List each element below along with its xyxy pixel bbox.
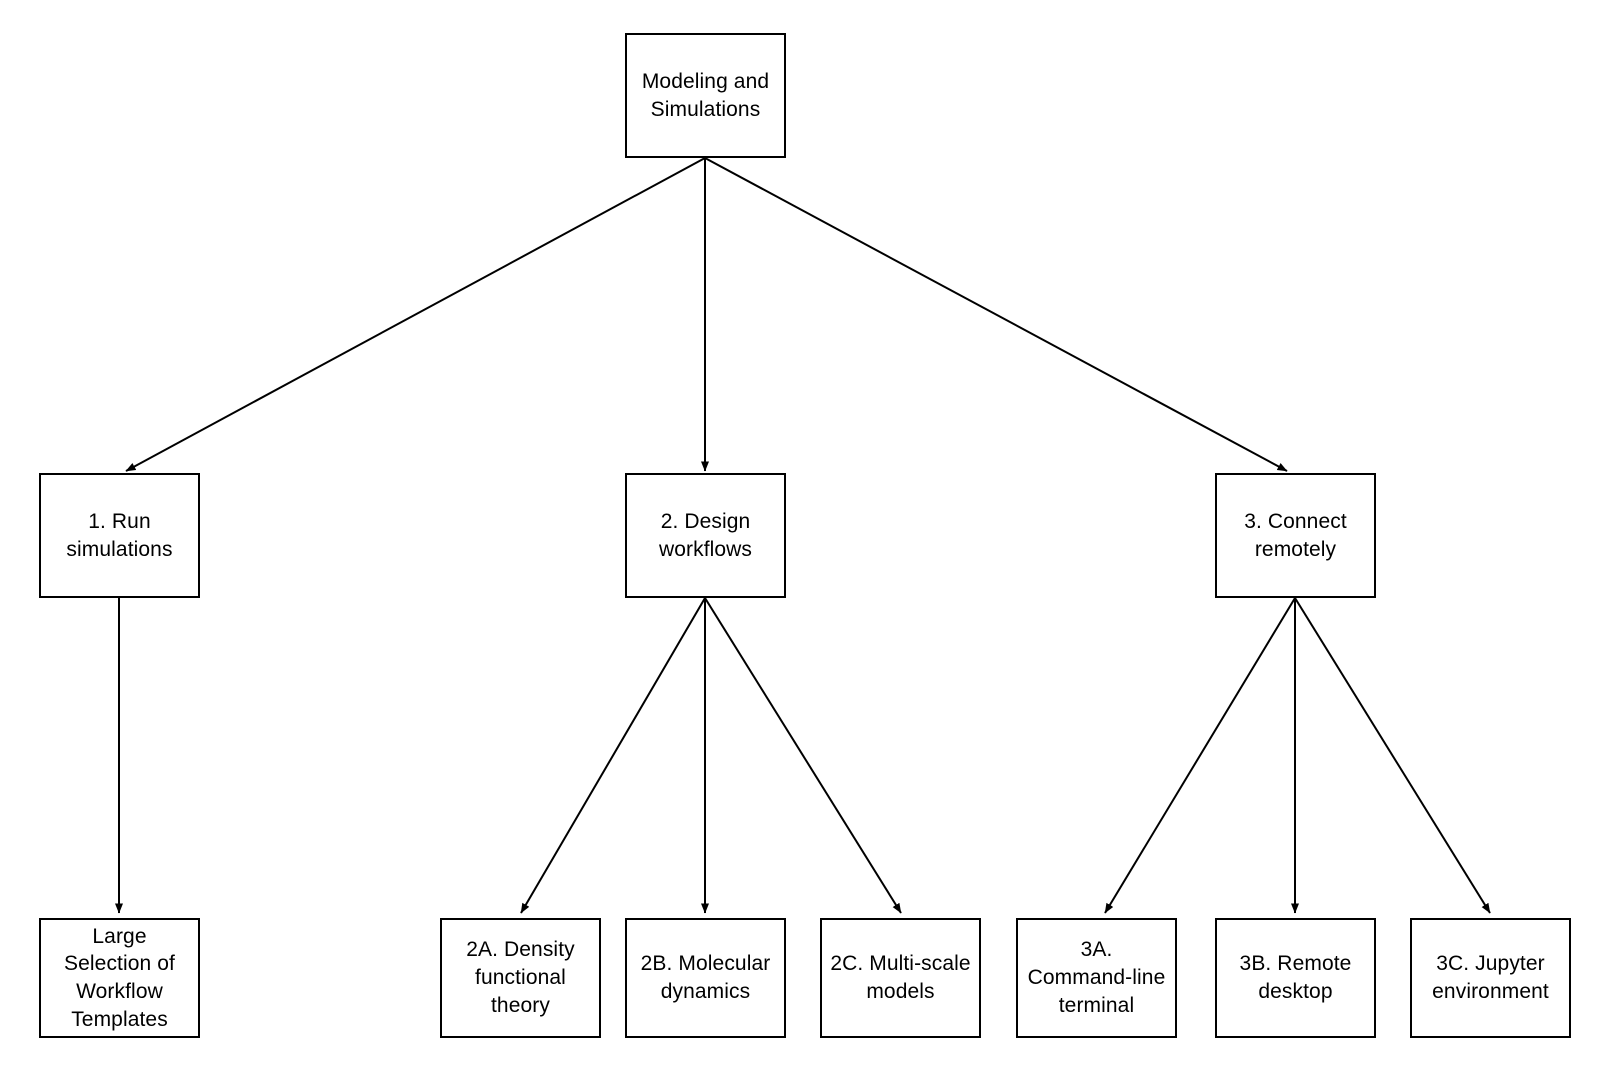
node-branch-1[interactable]: 1. Run simulations — [39, 473, 200, 598]
edge-root-to-branch-3 — [704, 157, 1288, 472]
node-2b[interactable]: 2B. Molecular dynamics — [625, 918, 786, 1038]
node-3c-label: 3C. Jupyter environment — [1432, 952, 1549, 1003]
node-2a-label: 2A. Density functional theory — [466, 938, 575, 1017]
node-3a[interactable]: 3A. Command-line terminal — [1016, 918, 1177, 1038]
node-branch-3-label: 3. Connect remotely — [1244, 509, 1347, 561]
node-2a[interactable]: 2A. Density functional theory — [440, 918, 601, 1038]
node-2c-label: 2C. Multi-scale models — [830, 952, 971, 1003]
node-root-label: Modeling and Simulations — [641, 69, 770, 121]
edge-root-to-branch-1 — [125, 157, 706, 472]
node-3a-label: 3A. Command-line terminal — [1027, 938, 1166, 1017]
node-3b[interactable]: 3B. Remote desktop — [1215, 918, 1376, 1038]
node-branch-2-label: 2. Design workflows — [658, 509, 753, 561]
node-3b-label: 3B. Remote desktop — [1239, 952, 1352, 1003]
node-2b-label: 2B. Molecular dynamics — [640, 952, 771, 1003]
node-1a-label: Large Selection of Workflow Templates — [64, 924, 175, 1031]
edge-branch-2-to-node-2c — [704, 597, 902, 914]
node-branch-2[interactable]: 2. Design workflows — [625, 473, 786, 598]
node-2c[interactable]: 2C. Multi-scale models — [820, 918, 981, 1038]
node-branch-3[interactable]: 3. Connect remotely — [1215, 473, 1376, 598]
edge-branch-3-to-node-3c — [1294, 597, 1491, 914]
node-3c[interactable]: 3C. Jupyter environment — [1410, 918, 1571, 1038]
node-branch-1-label: 1. Run simulations — [66, 509, 173, 561]
edge-branch-3-to-node-3a — [1104, 597, 1296, 914]
node-1a[interactable]: Large Selection of Workflow Templates — [39, 918, 200, 1038]
edge-branch-2-to-node-2a — [520, 597, 706, 914]
node-root[interactable]: Modeling and Simulations — [625, 33, 786, 158]
